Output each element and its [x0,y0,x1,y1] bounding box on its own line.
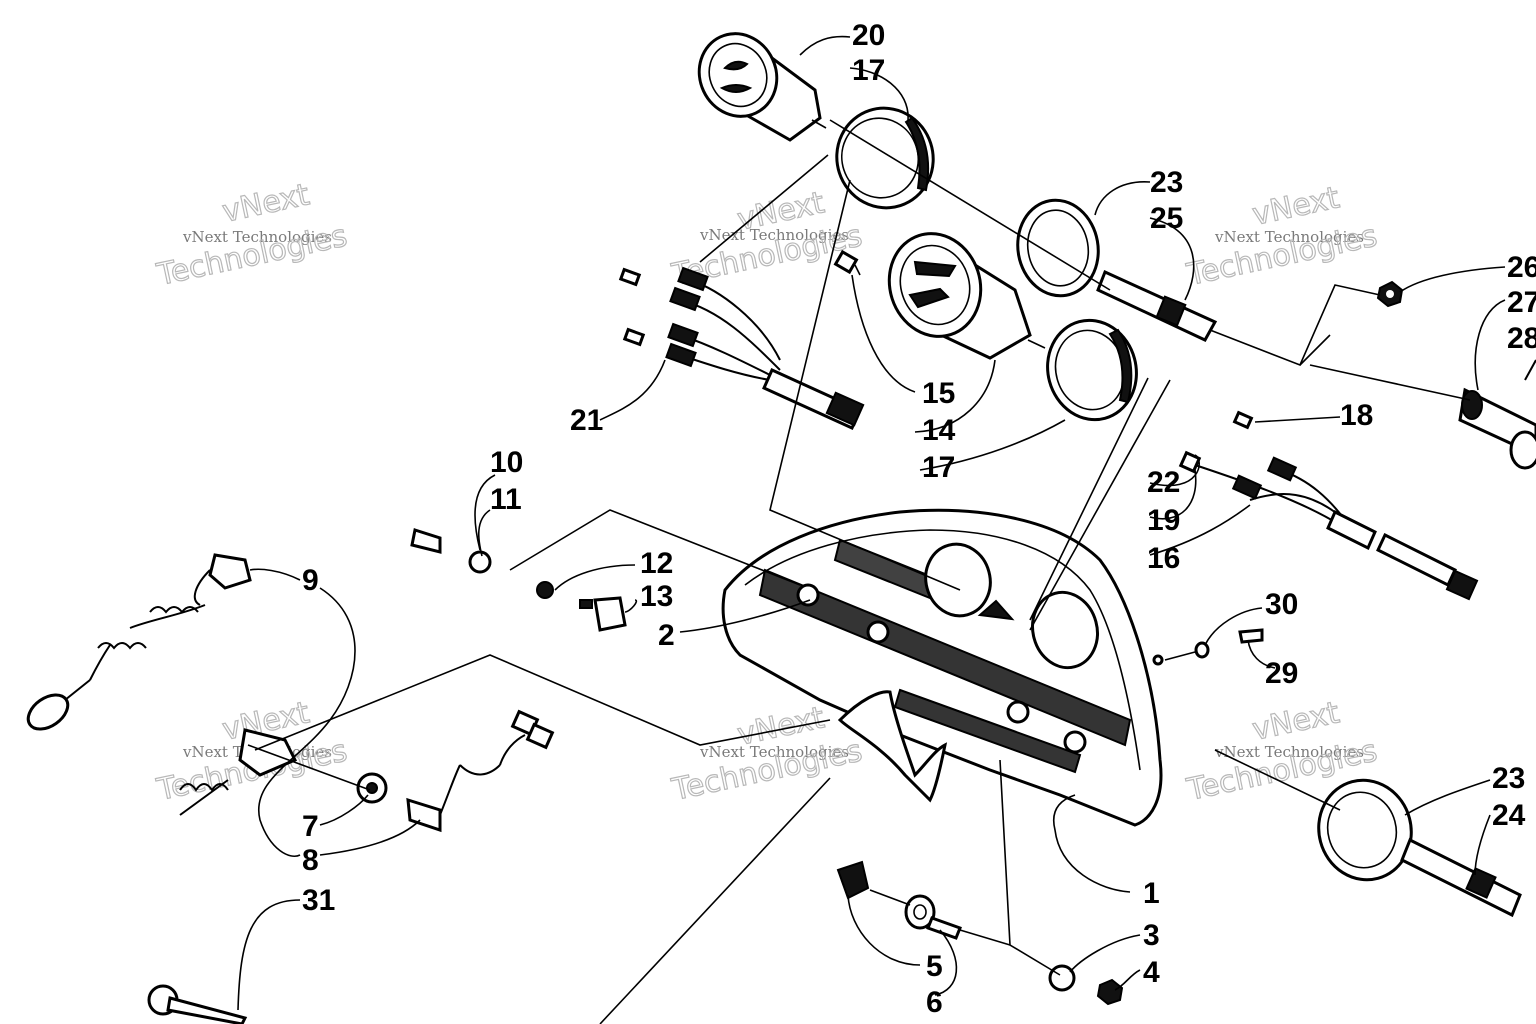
callout-17: 17 [852,54,885,87]
callout-14: 14 [922,414,956,447]
callout-5: 5 [926,950,943,983]
wire-harness-21 [618,266,865,430]
callout-16: 16 [1147,542,1180,575]
bulb-socket-25 [1096,269,1218,342]
callout-23b: 23 [1492,762,1525,795]
bezel-ring-17-upper [835,106,935,210]
svg-text:vNext: vNext [1249,180,1342,233]
indicator-27-28 [1458,359,1536,470]
callout-20: 20 [852,19,885,52]
watermark-1: vNext vNext Technologies Technologies [153,177,351,294]
speedometer-gauge [833,232,1046,360]
svg-text:vNext Technologies: vNext Technologies [182,228,332,246]
svg-text:vNext Technologies: vNext Technologies [699,743,849,761]
nut-washer-3-4 [1048,964,1124,1006]
bezel-ring-17-lower [1046,318,1138,422]
callout-8: 8 [302,844,319,877]
watermark-5: vNext vNext Technologies Technologies [668,700,866,809]
switch-parts-10-13 [410,528,627,632]
callout-17b: 17 [922,451,955,484]
callout-24: 24 [1492,799,1526,832]
bezel-ring-23-lower [1317,778,1413,882]
leader-lines [237,35,1506,1024]
tachometer-gauge [697,32,827,142]
callout-4: 4 [1143,956,1160,989]
callout-23: 23 [1150,166,1183,199]
callout-9: 9 [302,564,319,597]
callout-21: 21 [570,404,603,437]
screw-29-30 [1152,628,1264,666]
callout-11: 11 [490,483,522,516]
callout-1: 1 [1143,877,1160,910]
callout-10: 10 [490,446,523,479]
svg-text:vNext: vNext [1249,695,1342,748]
callout-7: 7 [302,810,319,843]
tether-cord-9 [26,553,252,731]
callout-26: 26 [1507,251,1536,284]
nut-26 [1376,280,1404,308]
svg-text:vNext: vNext [219,177,312,230]
key-switch-5-6 [836,860,962,940]
watermark-3: vNext vNext Technologies Technologies [1183,180,1381,294]
callout-18: 18 [1340,399,1373,432]
dash-panel [721,508,1163,827]
switch-assembly-7-8 [179,709,555,833]
bezel-ring-23-upper [1016,198,1100,298]
svg-text:vNext Technologies: vNext Technologies [1214,743,1364,761]
callout-27: 27 [1507,286,1536,319]
bolt-31 [147,984,248,1024]
callout-29: 29 [1265,657,1298,690]
callout-13: 13 [640,580,673,613]
callout-22: 22 [1147,466,1180,499]
callout-25: 25 [1150,202,1183,235]
callout-6: 6 [926,986,943,1019]
bulb-socket-24 [1400,837,1522,918]
callout-3: 3 [1143,919,1160,952]
callout-2: 2 [658,619,675,652]
callout-12: 12 [640,547,673,580]
callout-30: 30 [1265,588,1298,621]
callout-15: 15 [922,377,955,410]
callout-28: 28 [1507,322,1536,355]
bracket [837,690,948,803]
svg-text:vNext Technologies: vNext Technologies [1214,228,1364,246]
callout-19: 19 [1147,504,1180,537]
callout-labels: 20 17 23 25 26 27 28 15 14 17 21 18 22 1… [302,19,1536,1019]
callout-31: 31 [302,884,335,917]
wire-harness-16 [1178,410,1479,601]
